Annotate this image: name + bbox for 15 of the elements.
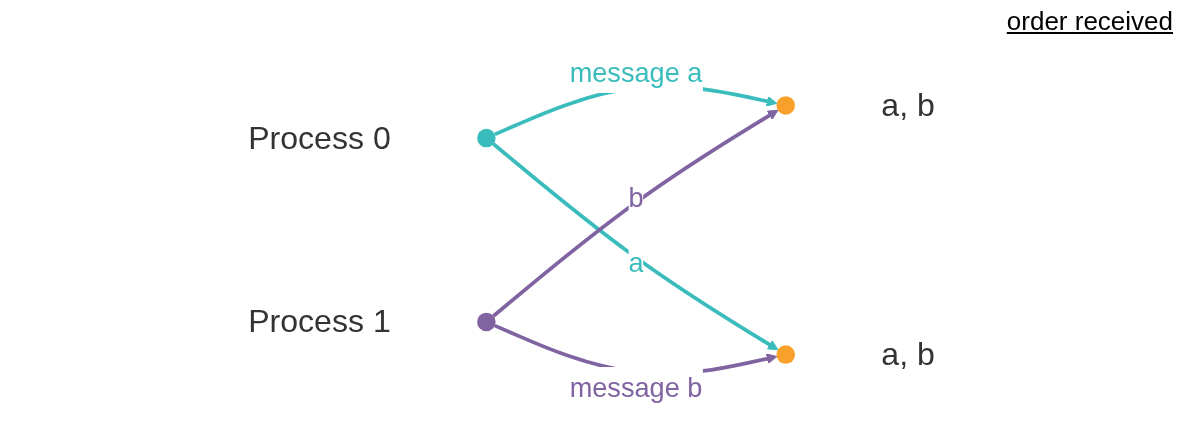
node-label: Process 0 [248, 118, 391, 156]
node-label: Process 1 [248, 302, 391, 340]
edge-label: message b [569, 371, 703, 403]
edge-label: b [628, 181, 644, 213]
node-circle [776, 96, 795, 115]
arrow [492, 142, 779, 351]
edge-label: message a [569, 57, 703, 89]
node-label: a, b [881, 86, 935, 124]
column-heading: order received [1006, 6, 1173, 37]
node-circle [477, 312, 496, 332]
arrow [492, 109, 779, 318]
node-circle [477, 128, 496, 148]
edge-label: a [628, 247, 644, 279]
node-circle [776, 345, 795, 364]
node-label: a, b [881, 335, 935, 373]
